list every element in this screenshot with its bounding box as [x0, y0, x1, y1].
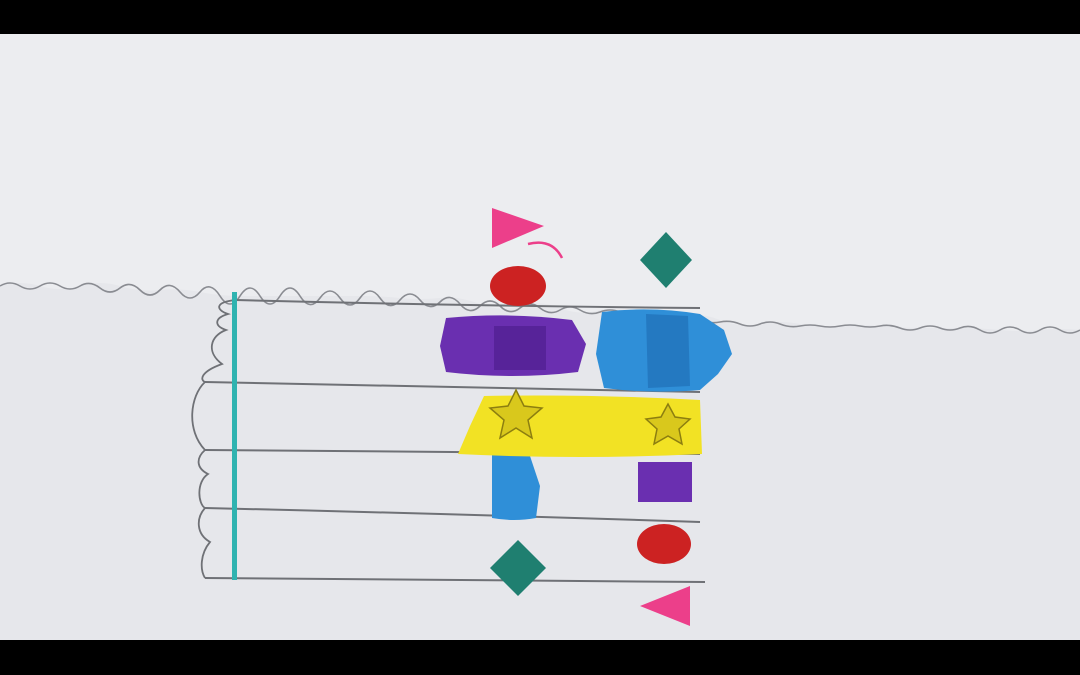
blue-column: [492, 446, 540, 520]
blue-rectangle-shade: [646, 314, 690, 388]
staff-line-5: [204, 577, 706, 583]
column-1: [440, 208, 586, 596]
paper-sheet: [0, 34, 1080, 640]
teal-diamond-bottom: [490, 540, 546, 596]
paper-tear-line: [0, 282, 1080, 334]
column-2: [596, 232, 732, 626]
star-left: [488, 388, 544, 440]
letterbox-bottom: [0, 640, 1080, 675]
bar-line: [232, 292, 237, 580]
staff-bracket-squiggle: [191, 299, 237, 579]
drawing-canvas: [0, 34, 1080, 640]
red-circle-bottom: [637, 524, 691, 564]
pink-triangle-tail: [527, 241, 564, 259]
staff-line-1: [235, 299, 701, 309]
letterbox-top: [0, 0, 1080, 34]
paper-lower-region: [0, 283, 1080, 640]
purple-rectangle-inner: [494, 326, 546, 370]
teal-diamond-top: [640, 232, 692, 288]
star-right: [644, 402, 692, 446]
purple-square: [638, 462, 692, 502]
staff-line-4: [204, 507, 701, 523]
pink-triangle-top: [492, 208, 544, 248]
red-circle-top: [490, 266, 546, 306]
pink-triangle-bottom: [640, 586, 690, 626]
staff-line-2: [204, 381, 701, 393]
